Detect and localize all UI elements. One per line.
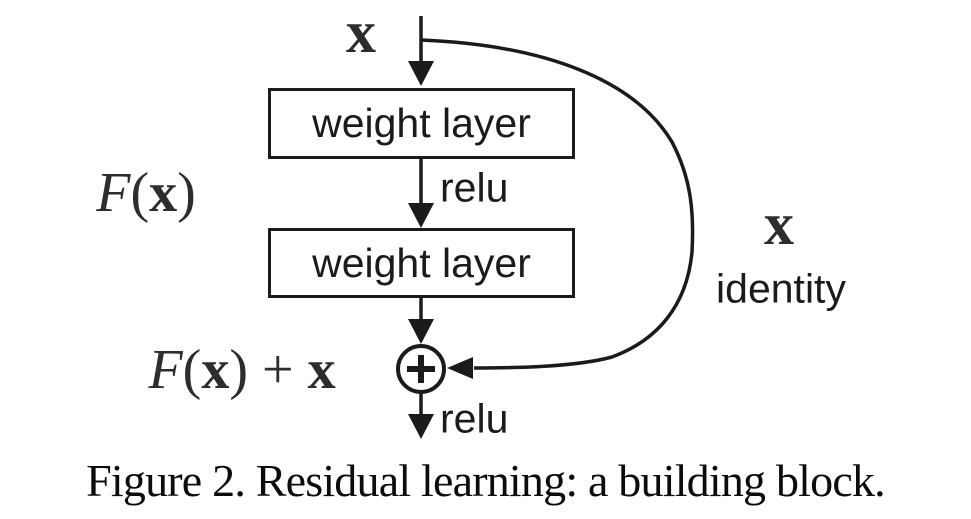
output-sum-f: F [148, 339, 183, 401]
plus-circle-icon [396, 344, 446, 394]
output-sum-close-paren: ) [229, 339, 248, 401]
input-arrow-head-icon [408, 61, 434, 86]
mid-arrow-head-icon [408, 203, 434, 228]
output-sum-label: F(x) + x [148, 342, 335, 398]
output-sum-plus: + [247, 339, 308, 401]
output-arrow-head-icon [408, 414, 434, 439]
relu-out-label: relu [440, 395, 509, 442]
figure-caption: Figure 2. Residual learning: a building … [86, 455, 886, 506]
identity-x-label: x [764, 191, 794, 257]
residual-function-close-paren: ) [177, 162, 196, 224]
weight-layer-2-box: weight layer [268, 228, 575, 298]
output-sum-open-paren: ( [182, 339, 202, 401]
identity-label: identity [716, 265, 846, 312]
weight-layer-2-label: weight layer [312, 239, 531, 286]
residual-function-f: F [96, 162, 131, 224]
residual-function-arg: x [149, 162, 178, 224]
residual-function-label: F(x) [96, 165, 196, 221]
weight-layer-1-label: weight layer [312, 100, 531, 146]
input-x-label: x [346, 0, 376, 65]
output-sum-arg2: x [307, 339, 336, 401]
skip-connection-curve [420, 38, 695, 370]
relu-mid-label: relu [440, 164, 509, 211]
residual-function-open-paren: ( [130, 162, 150, 224]
output-sum-arg: x [201, 339, 230, 401]
weight-layer-1-box: weight layer [268, 88, 575, 159]
skip-arrow-head-icon [447, 357, 473, 379]
sum-arrow-head-icon [408, 319, 434, 344]
